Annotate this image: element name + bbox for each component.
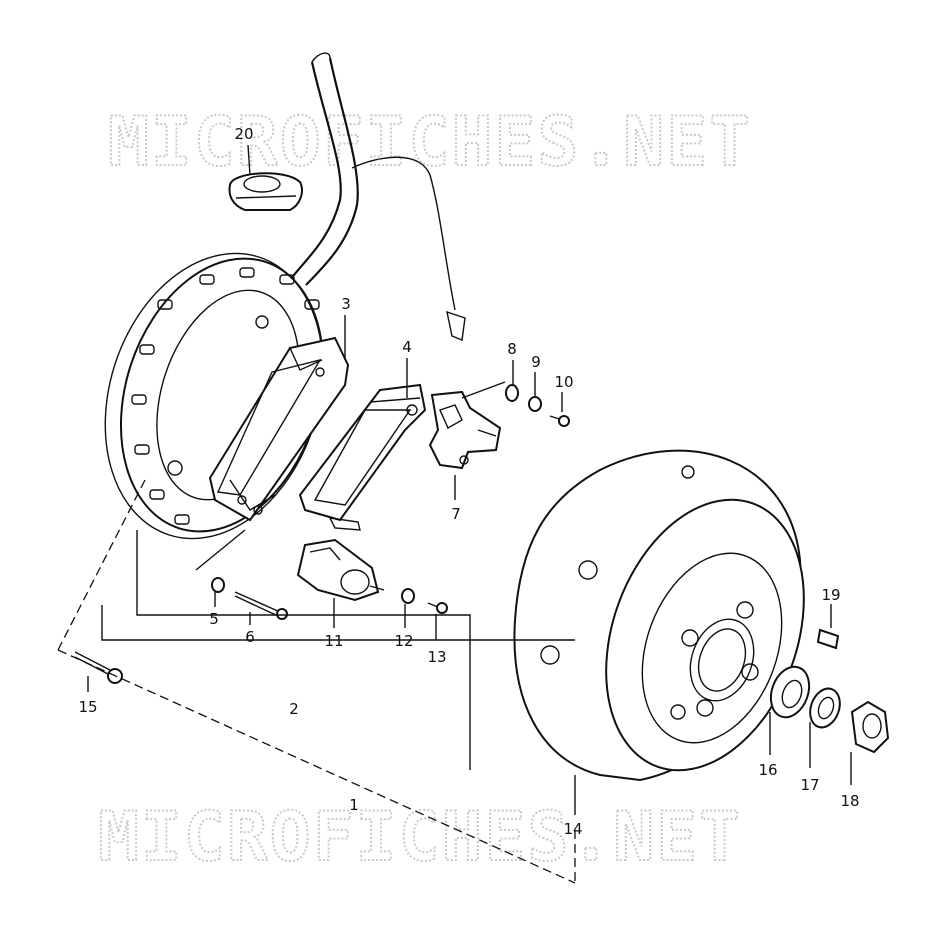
flywheel-rotor-part [513, 449, 805, 782]
washer-8 [505, 384, 519, 402]
screw-6 [234, 591, 288, 620]
leader-lines [57, 144, 852, 884]
callout-13: 13 [427, 648, 446, 666]
washer-16 [769, 665, 811, 719]
contact-breaker-part [428, 381, 506, 470]
callout-19: 19 [821, 586, 840, 604]
callout-6: 6 [245, 628, 255, 646]
callout-20: 20 [234, 125, 253, 143]
callout-17: 17 [800, 776, 819, 794]
callout-3: 3 [341, 295, 351, 313]
callout-14: 14 [563, 820, 582, 838]
lighting-coil-part [208, 336, 350, 522]
washer-12 [401, 588, 415, 604]
callout-15: 15 [78, 698, 97, 716]
callout-16: 16 [758, 761, 777, 779]
callout-5: 5 [209, 610, 219, 628]
callout-2: 2 [289, 700, 299, 718]
callout-7: 7 [451, 505, 461, 523]
watermark-top: MICROFICHES.NET [108, 103, 752, 182]
callout-1: 1 [349, 796, 359, 814]
ignition-coil-part [298, 383, 427, 531]
lock-washer-17 [809, 687, 841, 729]
grommet-part [228, 172, 303, 211]
callout-11: 11 [324, 632, 343, 650]
washer-5 [211, 577, 225, 593]
lock-washer-9 [528, 396, 542, 412]
callout-10: 10 [554, 373, 573, 391]
callout-8: 8 [507, 340, 517, 358]
screw-13 [427, 602, 448, 614]
callout-18: 18 [840, 792, 859, 810]
callout-12: 12 [394, 632, 413, 650]
screw-15 [74, 651, 123, 684]
callout-4: 4 [402, 338, 412, 356]
wire-harness [289, 52, 466, 341]
nut-18 [850, 700, 890, 754]
callout-9: 9 [531, 353, 541, 371]
woodruff-key-19 [816, 628, 840, 650]
watermark-bottom: MICROFICHES.NET [98, 798, 742, 877]
condenser-part [296, 538, 385, 602]
screw-10 [549, 415, 570, 427]
